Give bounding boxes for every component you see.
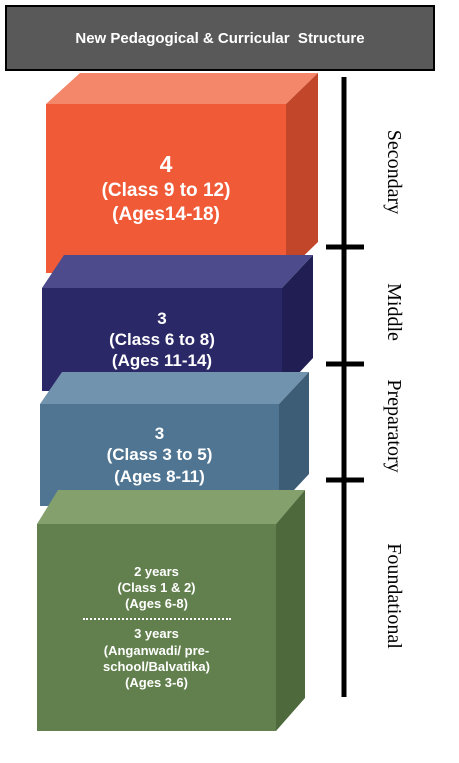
middle-classes: (Class 6 to 8) [109,329,215,349]
secondary-classes: (Class 9 to 12) [101,180,231,202]
block-foundational-front [37,524,276,731]
diagram-title: New Pedagogical & Curricular Structure [5,5,435,71]
block-middle-top [42,255,313,288]
preparatory-ages: (Ages 8-11) [114,466,205,486]
block-secondary [46,73,318,273]
foundational-lower-ages: (Ages 3-6) [125,675,188,691]
preparatory-count: 3 [154,424,165,444]
stage-label-middle: Middle [383,283,405,341]
middle-count: 3 [157,308,167,328]
block-foundational [37,490,305,731]
stage-label-foundational: Foundational [383,543,405,649]
block-foundational-side [276,490,305,731]
block-preparatory [40,372,309,506]
secondary-count: 4 [159,151,173,178]
block-secondary-front [46,104,286,273]
diagram-title-text: New Pedagogical & Curricular Structure [75,29,365,47]
block-secondary-side [286,73,318,273]
preparatory-classes: (Class 3 to 5) [106,445,213,465]
stage-label-preparatory: Preparatory [383,379,405,473]
foundational-upper-years: 2 years [134,563,179,579]
foundational-upper-classes: (Class 1 & 2) [117,579,196,595]
block-foundational-text: 2 years (Class 1 & 2) (Ages 6-8) 3 years… [37,524,276,731]
foundational-lower-years: 3 years [134,626,179,642]
secondary-ages: (Ages14-18) [112,203,220,225]
block-preparatory-top [40,372,309,404]
block-secondary-text: 4 (Class 9 to 12) (Ages14-18) [46,104,286,273]
middle-ages: (Ages 11-14) [111,351,213,371]
block-preparatory-front [40,404,279,506]
block-middle-side [282,255,313,391]
block-preparatory-text: 3 (Class 3 to 5) (Ages 8-11) [40,404,279,506]
foundational-divider [82,618,231,621]
foundational-lower-line-1: (Anganwadi/ pre- [103,642,210,658]
block-secondary-top [46,73,318,104]
foundational-lower-line-2: school/Balvatika) [103,658,210,674]
stage-label-secondary: Secondary [383,129,405,215]
foundational-upper-ages: (Ages 6-8) [125,596,188,612]
block-middle-text: 3 (Class 6 to 8) (Ages 11-14) [42,288,282,391]
block-preparatory-side [279,372,309,506]
block-foundational-top [37,490,305,524]
